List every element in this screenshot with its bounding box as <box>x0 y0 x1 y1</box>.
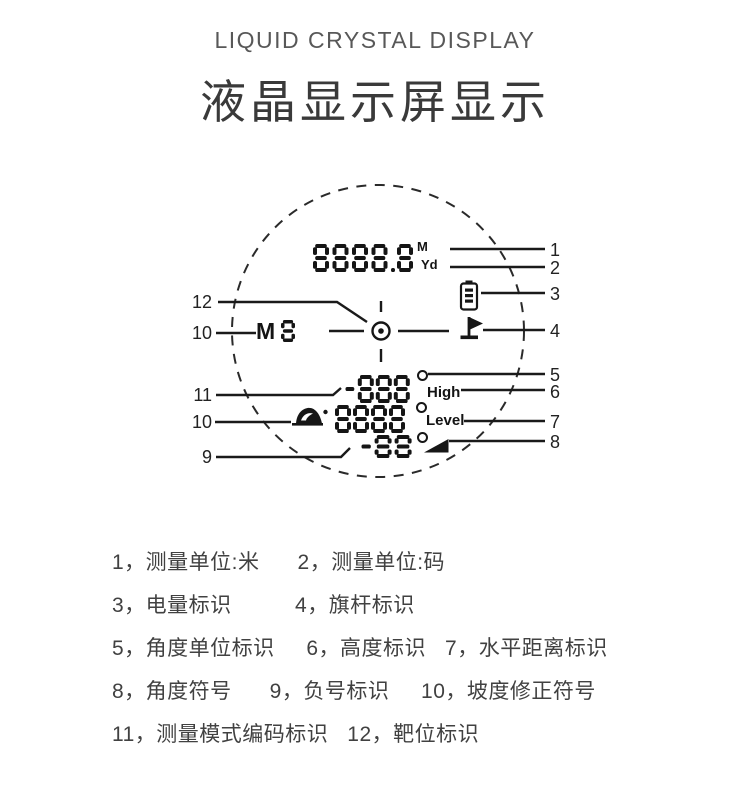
horizontal-distance-readout <box>335 405 411 433</box>
callout-label-6: 6 <box>550 382 561 402</box>
callout-label-10a: 10 <box>191 323 212 343</box>
mode-letter: M <box>256 318 276 344</box>
callout-label-7: 7 <box>550 412 561 432</box>
legend-line-2: 3，电量标识 4，旗杆标识 <box>112 594 415 617</box>
angle-readout <box>345 375 415 403</box>
callout-label-4: 4 <box>550 321 561 341</box>
callout-label-11: 11 <box>193 385 212 405</box>
degree-symbol-slope <box>417 432 428 443</box>
degree-symbol-angle <box>417 370 428 381</box>
slope-correction-icon <box>292 407 328 426</box>
callout-label-10b: 10 <box>191 412 212 432</box>
distance-readout <box>313 244 420 272</box>
angle-symbol-icon <box>424 439 449 453</box>
mode-code-digit <box>281 320 301 342</box>
legend-line-3: 5，角度单位标识 6，高度标识 7，水平距离标识 <box>112 637 608 660</box>
slope-angle-readout <box>361 435 418 458</box>
callout-label-9: 9 <box>201 447 212 467</box>
page-title: 液晶显示屏显示 <box>200 76 550 128</box>
high-label: High <box>427 384 461 401</box>
legend-line-4: 8，角度符号 9，负号标识 10，坡度修正符号 <box>112 680 596 703</box>
callout-label-3: 3 <box>550 284 561 304</box>
callout-label-12: 12 <box>191 292 212 312</box>
degree-symbol-horizontal <box>416 402 427 413</box>
legend-line-5: 11，测量模式编码标识 12，靶位标识 <box>112 723 480 746</box>
callout-label-8: 8 <box>550 432 561 452</box>
callout-label-1: 1 <box>550 240 561 260</box>
unit-yards-label: Yd <box>421 257 438 272</box>
callout-label-5: 5 <box>550 365 561 385</box>
legend-line-1: 1，测量单位:米 2，测量单位:码 <box>112 551 446 574</box>
unit-meters-label: M <box>417 239 428 254</box>
page-subtitle: LIQUID CRYSTAL DISPLAY <box>214 27 536 53</box>
battery-icon <box>459 280 479 311</box>
dashed-circle <box>231 184 525 478</box>
legend: 1，测量单位:米 2，测量单位:码 3，电量标识 4，旗杆标识 5，角度单位标识… <box>0 541 750 756</box>
target-reticle-icon <box>329 301 449 362</box>
callout-label-2: 2 <box>550 258 561 278</box>
level-label: Level <box>426 412 465 429</box>
flagpole-icon <box>460 317 483 340</box>
